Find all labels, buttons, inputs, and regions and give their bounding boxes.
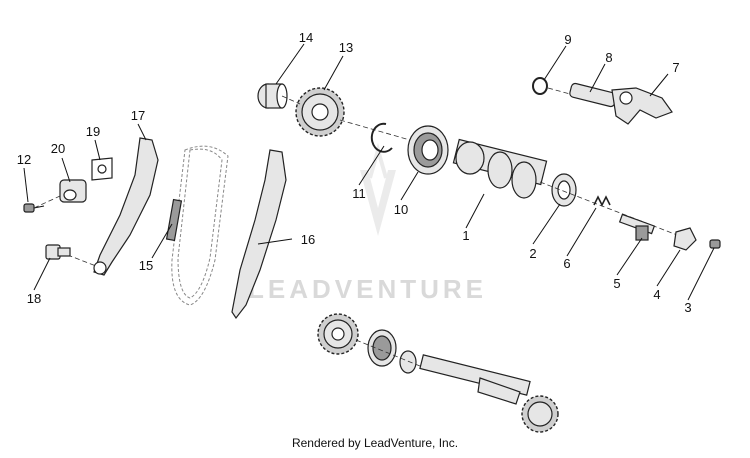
- callout-3: 3: [684, 300, 691, 315]
- part-5-shaft: [618, 213, 656, 241]
- balancer-gear-left: [317, 313, 359, 355]
- part-6-spring: [593, 195, 611, 207]
- callout-8: 8: [605, 50, 612, 65]
- callout-20: 20: [51, 141, 65, 156]
- callout-7: 7: [672, 60, 679, 75]
- callout-1: 1: [462, 228, 469, 243]
- part-17-tensioner-arm: [93, 137, 159, 276]
- part-1-camshaft: [452, 138, 548, 199]
- part-11-circlip: [370, 122, 393, 153]
- credit-text: Rendered by LeadVenture, Inc.: [291, 436, 459, 450]
- callout-labels: 1 2 3 4 5 6 7 8 9 10 11 12 13 14 15 16 1…: [17, 30, 692, 315]
- callout-4: 4: [653, 287, 660, 302]
- part-15-timing-chain: [165, 145, 229, 306]
- callout-12: 12: [17, 152, 31, 167]
- leader-lines: [23, 43, 715, 301]
- callout-6: 6: [563, 256, 570, 271]
- callout-10: 10: [394, 202, 408, 217]
- balancer-bushing: [399, 350, 417, 374]
- balancer-shaft: [419, 354, 531, 405]
- balancer-gear-right: [521, 395, 559, 433]
- callout-2: 2: [529, 246, 536, 261]
- callout-13: 13: [339, 40, 353, 55]
- part-16-chain-guide: [231, 149, 287, 320]
- part-20-tensioner: [33, 179, 87, 209]
- callout-14: 14: [299, 30, 313, 45]
- part-2-seal: [551, 173, 577, 207]
- part-10-bearing: [407, 125, 449, 175]
- callout-9: 9: [564, 32, 571, 47]
- part-7-rocker-arm: [611, 87, 673, 125]
- part-9-circlip: [532, 77, 548, 95]
- part-13-sprocket: [295, 87, 345, 137]
- callout-5: 5: [613, 276, 620, 291]
- callout-15: 15: [139, 258, 153, 273]
- part-19-gasket: [91, 157, 113, 181]
- watermark-text: LEADVENTURE: [248, 274, 487, 304]
- part-18-bolt: [45, 244, 97, 267]
- callout-16: 16: [301, 232, 315, 247]
- part-3-bolt: [709, 239, 721, 249]
- balancer-bearing: [367, 329, 397, 367]
- callout-11: 11: [352, 186, 366, 201]
- part-4-weight: [673, 227, 697, 251]
- callout-18: 18: [27, 291, 41, 306]
- callout-17: 17: [131, 108, 145, 123]
- callout-19: 19: [86, 124, 100, 139]
